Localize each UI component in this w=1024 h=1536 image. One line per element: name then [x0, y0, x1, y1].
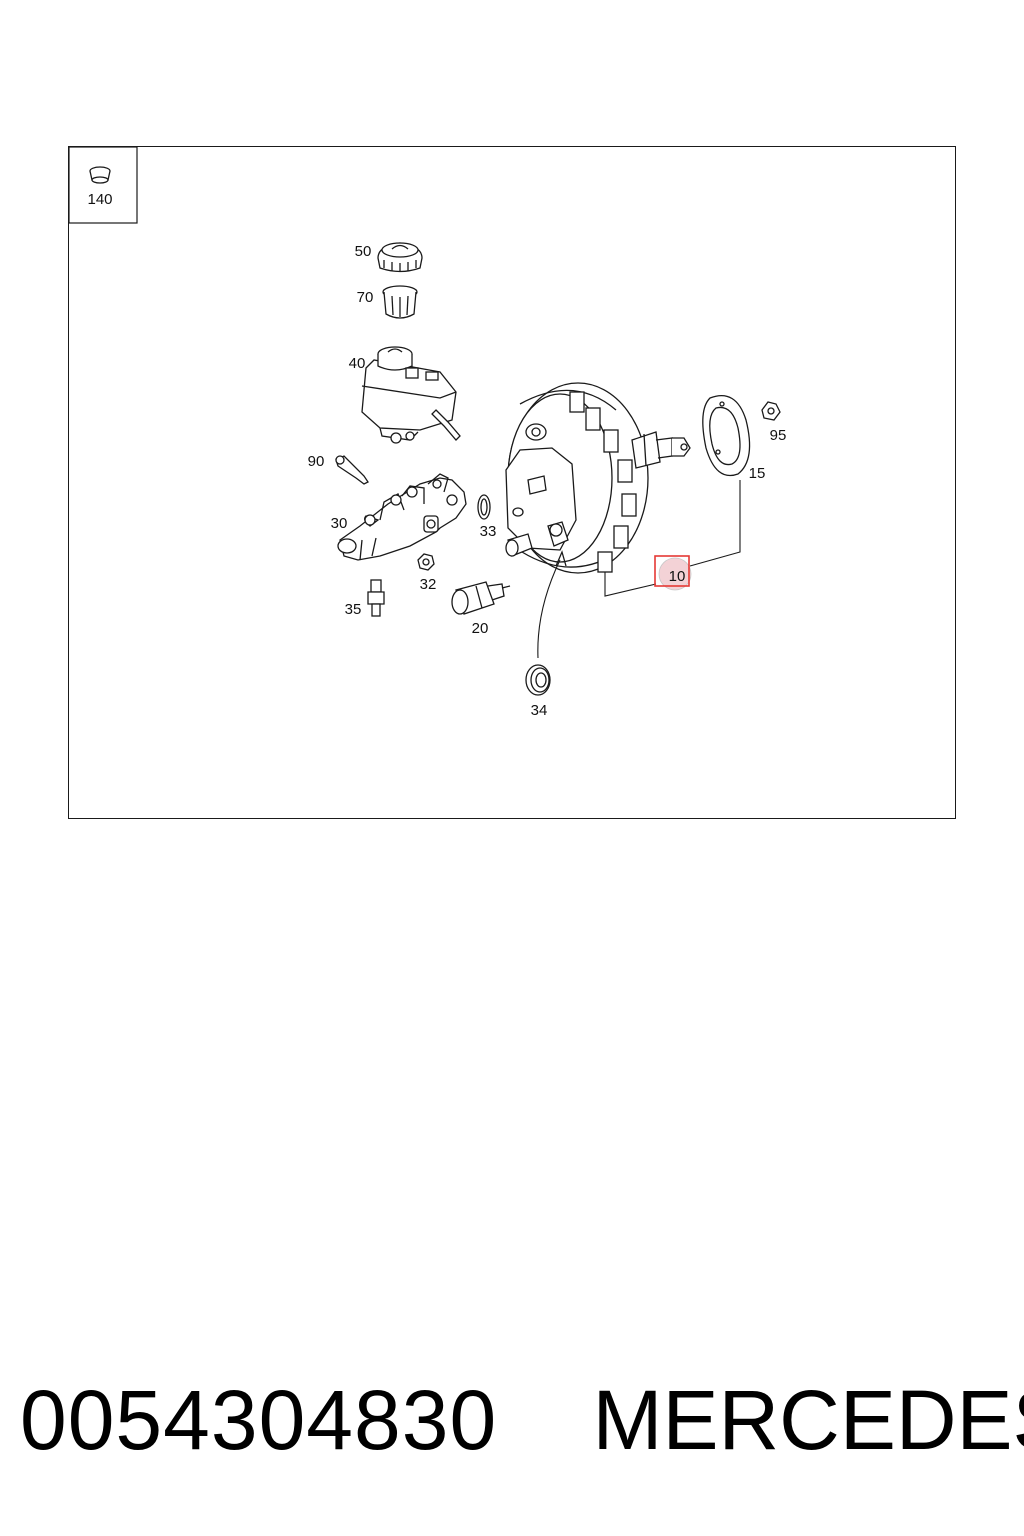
diagram-frame — [68, 146, 956, 819]
bracket-10-right — [689, 480, 741, 567]
callout-33: 33 — [480, 523, 497, 540]
highlighted-callout-10[interactable]: 10 — [654, 555, 692, 591]
lead-line-34 — [537, 559, 561, 659]
lead-arrow-34 — [555, 550, 567, 567]
callout-90: 90 — [308, 453, 325, 470]
callout-30: 30 — [331, 515, 348, 532]
part-33-o-ring[interactable] — [477, 494, 491, 520]
part-50-reservoir-cap[interactable] — [377, 242, 423, 273]
callout-140: 140 — [87, 191, 112, 208]
part-140-nut-icon — [89, 166, 111, 184]
callout-20: 20 — [472, 620, 489, 637]
part-30-master-cylinder[interactable] — [337, 473, 467, 561]
part-34-grommet[interactable] — [525, 664, 551, 696]
callout-32: 32 — [420, 576, 437, 593]
inset-box: 140 — [68, 146, 138, 224]
callout-95: 95 — [770, 427, 787, 444]
part-20-sensor[interactable] — [451, 581, 511, 615]
part-95-nut[interactable] — [761, 401, 781, 421]
callout-50: 50 — [355, 243, 372, 260]
callout-40: 40 — [349, 355, 366, 372]
callout-70: 70 — [357, 289, 374, 306]
callout-35: 35 — [345, 601, 362, 618]
part-15-gasket[interactable] — [702, 394, 751, 477]
part-32-nut[interactable] — [417, 553, 435, 571]
part-70-strainer-insert[interactable] — [382, 285, 418, 319]
part-number: 0054304830 — [20, 1373, 498, 1467]
brand-name: MERCEDES — [592, 1373, 1024, 1467]
callout-34: 34 — [531, 702, 548, 719]
part-35-sensor-plug[interactable] — [367, 579, 385, 617]
callout-10: 10 — [669, 568, 686, 585]
callout-15: 15 — [749, 465, 766, 482]
part-caption: 0054304830 MERCEDES — [20, 1370, 1024, 1470]
part-40-brake-fluid-reservoir[interactable] — [361, 346, 461, 444]
bracket-10-left — [604, 572, 657, 597]
part-10-brake-booster[interactable] — [505, 382, 691, 574]
part-90-pin[interactable] — [335, 455, 369, 485]
